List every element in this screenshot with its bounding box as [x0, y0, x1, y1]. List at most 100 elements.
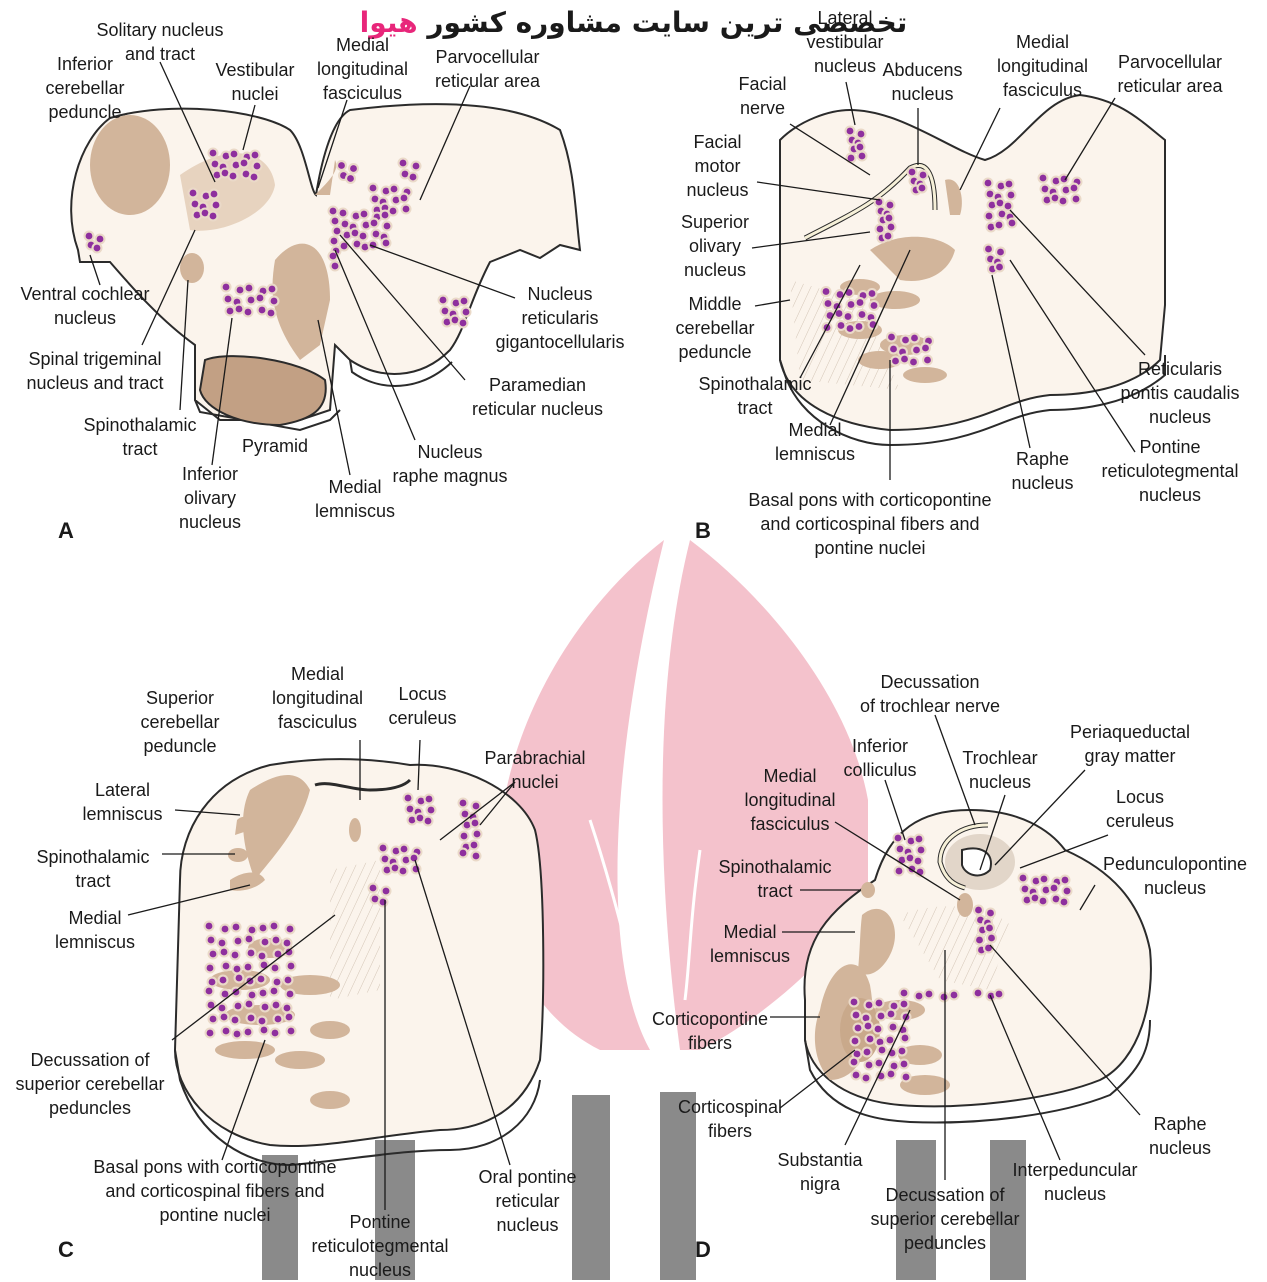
nucleus-dot — [370, 185, 377, 192]
nucleus-dot — [347, 175, 354, 182]
nucleus-dot — [275, 1016, 282, 1023]
nucleus-dot — [382, 856, 389, 863]
nucleus-dot — [987, 191, 994, 198]
label-corticospinal: Corticospinal fibers — [665, 1095, 795, 1143]
nucleus-dot — [461, 298, 468, 305]
nucleus-dot — [262, 1004, 269, 1011]
nucleus-dot — [417, 815, 424, 822]
nucleus-dot — [334, 228, 341, 235]
nucleus-dot — [1020, 875, 1027, 882]
nucleus-dot — [210, 951, 217, 958]
label-lateral-lemniscus: Lateral lemniscus — [65, 778, 180, 826]
nucleus-dot — [473, 853, 480, 860]
nucleus-dot — [373, 231, 380, 238]
nucleus-dot — [1060, 198, 1067, 205]
nucleus-dot — [362, 244, 369, 251]
nucleus-dot — [1053, 178, 1060, 185]
nucleus-dot — [260, 925, 267, 932]
label-medial-lemniscus-d: Medial lemniscus — [695, 920, 805, 968]
label-facial-nerve: Facial nerve — [715, 72, 810, 120]
nucleus-dot — [1033, 878, 1040, 885]
nucleus-dot — [1051, 885, 1058, 892]
nucleus-dot — [259, 307, 266, 314]
nucleus-dot — [425, 818, 432, 825]
nucleus-dot — [1064, 888, 1071, 895]
nucleus-dot — [892, 358, 899, 365]
label-inferior-cerebellar-peduncle: Inferior cerebellar peduncle — [15, 52, 155, 124]
nucleus-dot — [901, 990, 908, 997]
label-spinothalamic-b: Spinothalamic tract — [680, 372, 830, 420]
nucleus-dot — [997, 249, 1004, 256]
label-vestibular-nuclei: Vestibular nuclei — [200, 58, 310, 106]
nucleus-dot — [221, 949, 228, 956]
panel-c-rostral-pons — [175, 759, 543, 1165]
nucleus-dot — [207, 1030, 214, 1037]
nucleus-dot — [916, 836, 923, 843]
label-locus-ceruleus-d: Locus ceruleus — [1095, 785, 1185, 833]
label-pontine-reticulotegmental-b: Pontine reticulotegmental nucleus — [1080, 435, 1260, 507]
nucleus-dot — [1005, 203, 1012, 210]
label-parabrachial: Parabrachial nuclei — [470, 746, 600, 794]
nucleus-dot — [460, 320, 467, 327]
nucleus-dot — [999, 211, 1006, 218]
nucleus-dot — [851, 1059, 858, 1066]
nucleus-dot — [895, 835, 902, 842]
nucleus-dot — [975, 990, 982, 997]
nucleus-dot — [401, 846, 408, 853]
nucleus-dot — [342, 221, 349, 228]
nucleus-dot — [235, 1003, 242, 1010]
nucleus-dot — [899, 1048, 906, 1055]
nucleus-dot — [890, 1024, 897, 1031]
nucleus-dot — [371, 220, 378, 227]
nucleus-dot — [951, 992, 958, 999]
nucleus-dot — [271, 298, 278, 305]
nucleus-dot — [206, 923, 213, 930]
nucleus-dot — [248, 297, 255, 304]
nucleus-dot — [258, 976, 265, 983]
label-superior-cerebellar-peduncle: Superior cerebellar peduncle — [120, 686, 240, 758]
label-corticopontine: Corticopontine fibers — [635, 1007, 785, 1055]
nucleus-dot — [257, 295, 264, 302]
nucleus-dot — [985, 246, 992, 253]
nucleus-dot — [901, 1001, 908, 1008]
nucleus-dot — [857, 299, 864, 306]
nucleus-dot — [350, 165, 357, 172]
nucleus-dot — [360, 233, 367, 240]
nucleus-dot — [1032, 895, 1039, 902]
nucleus-dot — [845, 313, 852, 320]
nucleus-dot — [340, 210, 347, 217]
label-spinal-trigeminal: Spinal trigeminal nucleus and tract — [10, 347, 180, 395]
label-periaqueductal: Periaqueductal gray matter — [1055, 720, 1205, 768]
nucleus-dot — [202, 210, 209, 217]
nucleus-dot — [405, 795, 412, 802]
nucleus-dot — [461, 833, 468, 840]
nucleus-dot — [426, 796, 433, 803]
nucleus-dot — [383, 188, 390, 195]
nucleus-dot — [848, 301, 855, 308]
nucleus-dot — [854, 1051, 861, 1058]
nucleus-dot — [232, 952, 239, 959]
nucleus-dot — [284, 1005, 291, 1012]
nucleus-dot — [460, 800, 467, 807]
nucleus-dot — [885, 233, 892, 240]
nucleus-dot — [220, 977, 227, 984]
nucleus-dot — [847, 128, 854, 135]
nucleus-dot — [1063, 187, 1070, 194]
nucleus-dot — [332, 263, 339, 270]
label-mlf-c: Medial longitudinal fasciculus — [255, 662, 380, 734]
nucleus-dot — [190, 190, 197, 197]
nucleus-dot — [901, 1061, 908, 1068]
nucleus-dot — [222, 926, 229, 933]
nucleus-dot — [916, 993, 923, 1000]
nucleus-dot — [888, 1011, 895, 1018]
nucleus-dot — [1073, 196, 1080, 203]
nucleus-dot — [390, 208, 397, 215]
nucleus-dot — [858, 131, 865, 138]
nucleus-dot — [1062, 877, 1069, 884]
nucleus-dot — [207, 965, 214, 972]
label-pyramid: Pyramid — [230, 434, 320, 458]
nucleus-dot — [922, 345, 929, 352]
nucleus-dot — [460, 850, 467, 857]
nucleus-dot — [233, 162, 240, 169]
nucleus-dot — [407, 806, 414, 813]
